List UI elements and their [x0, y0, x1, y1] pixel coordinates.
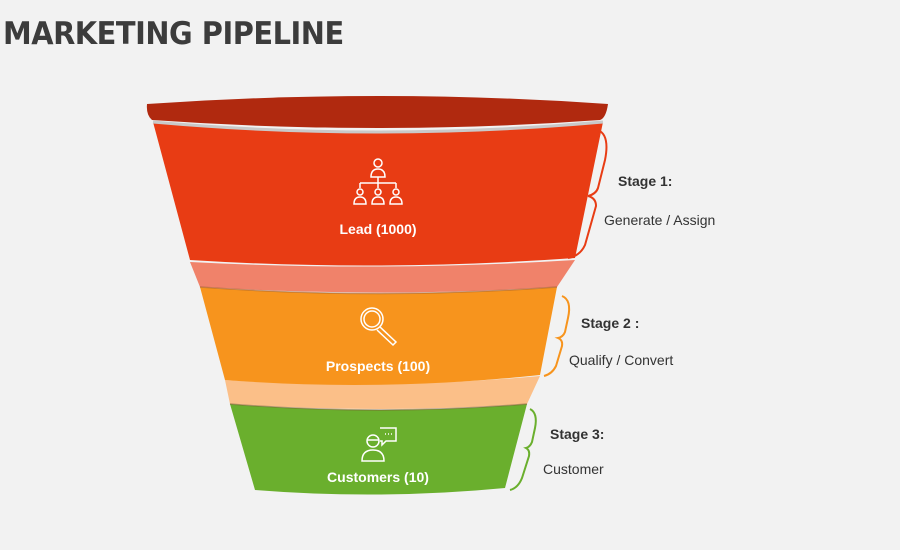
funnel-rim	[146, 96, 608, 128]
brace-stage-1	[567, 129, 608, 259]
magnifier-icon	[360, 307, 398, 347]
band-3-edge	[229, 403, 528, 411]
customer-chat-icon	[361, 427, 397, 462]
stage-label-customers: Customers (10)	[327, 469, 429, 485]
stage-label-lead: Lead (1000)	[339, 221, 417, 237]
stage-1-title: Stage 1:	[618, 173, 673, 189]
funnel-band-customers	[230, 404, 527, 495]
stage-1-description: Generate / Assign	[604, 212, 716, 228]
stage-2-title: Stage 2 :	[581, 315, 640, 331]
connector-1	[190, 260, 575, 293]
connector-2	[225, 376, 540, 409]
stage-3-description: Customer	[543, 461, 604, 477]
band-2-edge	[199, 286, 558, 295]
funnel-band-prospects	[200, 287, 557, 385]
org-chart-icon	[353, 158, 403, 205]
stage-2-description: Qualify / Convert	[569, 352, 674, 368]
page-title: MARKETING PIPELINE	[3, 16, 344, 52]
stage-3-title: Stage 3:	[550, 426, 605, 442]
brace-stage-2	[543, 295, 571, 377]
funnel-band-lead	[153, 122, 603, 266]
stage-label-prospects: Prospects (100)	[325, 358, 431, 374]
brace-stage-3	[509, 408, 537, 491]
funnel-rim-highlight	[152, 120, 604, 134]
